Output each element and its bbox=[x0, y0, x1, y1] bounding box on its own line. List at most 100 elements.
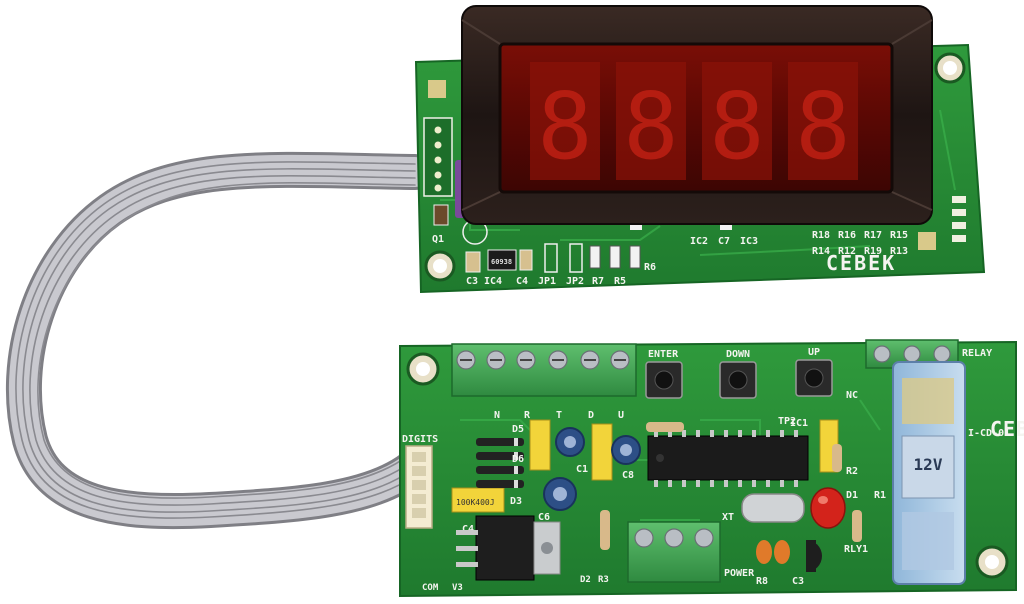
label-up: UP bbox=[808, 347, 820, 358]
terminal-screw bbox=[903, 345, 921, 363]
solder-pad bbox=[918, 232, 936, 250]
enter-button[interactable] bbox=[645, 361, 683, 399]
mounting-hole bbox=[975, 545, 1009, 579]
label-terminal-n: N bbox=[494, 410, 500, 421]
digit-4: 8 bbox=[795, 73, 850, 180]
label-jp2: JP2 bbox=[566, 276, 584, 287]
terminal-screw bbox=[634, 528, 654, 548]
label-chip: 60938 bbox=[491, 258, 512, 266]
label-c1: C1 bbox=[576, 464, 588, 475]
label-terminal-d: D bbox=[588, 410, 594, 421]
label-d2: D2 bbox=[580, 575, 591, 585]
label-q1: Q1 bbox=[432, 234, 444, 245]
label-down: DOWN bbox=[726, 349, 750, 360]
digit-3: 8 bbox=[709, 73, 764, 180]
label-ic4: IC4 bbox=[484, 276, 502, 287]
label-r19: R19 bbox=[864, 246, 882, 257]
solder-pad bbox=[428, 80, 446, 98]
label-rly1: RLY1 bbox=[844, 544, 868, 555]
label-r5: R5 bbox=[614, 276, 626, 287]
label-ic2: IC2 bbox=[690, 236, 708, 247]
label-r8: R8 bbox=[756, 576, 768, 587]
label-r12: R12 bbox=[838, 246, 856, 257]
voltage-regulator bbox=[456, 515, 561, 581]
label-c7: C7 bbox=[718, 236, 730, 247]
transistor bbox=[806, 540, 822, 572]
mounting-hole bbox=[424, 250, 456, 282]
label-d5: D5 bbox=[512, 424, 524, 435]
electrolytic-capacitor-c6 bbox=[543, 477, 577, 511]
label-digits: DIGITS bbox=[402, 434, 438, 445]
led-display: 8 8 8 8 bbox=[461, 5, 933, 225]
film-capacitors bbox=[451, 419, 839, 513]
smd-parts bbox=[433, 160, 732, 273]
ribbon-cable bbox=[6, 151, 433, 530]
label-c6: C6 bbox=[538, 512, 550, 523]
label-r16: R16 bbox=[838, 230, 856, 241]
digit-1: 8 bbox=[537, 73, 592, 180]
resistors bbox=[600, 422, 862, 550]
label-r3: R3 bbox=[598, 575, 609, 585]
seven-seg-digit-2: 8 bbox=[616, 62, 686, 180]
mounting-hole bbox=[934, 52, 966, 84]
label-c3: C3 bbox=[792, 576, 804, 587]
label-r18: R18 bbox=[812, 230, 830, 241]
seven-seg-digit-4: 8 bbox=[788, 62, 858, 180]
relay: 12V bbox=[892, 361, 966, 585]
terminal-screw bbox=[873, 345, 891, 363]
label-d6: D6 bbox=[512, 454, 524, 465]
electrolytic-capacitor-c8 bbox=[611, 435, 641, 465]
electrolytic-capacitor-c1 bbox=[555, 427, 585, 457]
seven-seg-digit-3: 8 bbox=[702, 62, 772, 180]
label-power: POWER bbox=[724, 568, 755, 579]
label-ic3: IC3 bbox=[740, 236, 758, 247]
cable-connector bbox=[423, 117, 453, 197]
terminal-block-inputs bbox=[451, 343, 637, 397]
control-brand-logo: CEBEK bbox=[990, 417, 1024, 441]
ic1-chip bbox=[647, 430, 809, 487]
control-board: N R T D U ENTER DOWN UP TP2 bbox=[399, 339, 1024, 598]
terminal-screw bbox=[664, 528, 684, 548]
led-d1 bbox=[810, 487, 846, 529]
label-d1: D1 bbox=[846, 490, 858, 501]
label-r17: R17 bbox=[864, 230, 882, 241]
label-terminal-u: U bbox=[618, 410, 624, 421]
terminal-screw bbox=[694, 528, 714, 548]
label-c3: C3 bbox=[466, 276, 478, 287]
control-model: I-CD-01 bbox=[968, 428, 1010, 439]
label-ic1: IC1 bbox=[790, 418, 808, 429]
label-r15: R15 bbox=[890, 230, 908, 241]
display-board: 8 8 8 8 R18 R16 R17 R15 R14 R12 R19 R bbox=[414, 5, 986, 294]
label-xt: XT bbox=[722, 512, 734, 523]
label-com: COM bbox=[422, 583, 439, 593]
label-r14: R14 bbox=[812, 246, 830, 257]
label-r6: R6 bbox=[644, 262, 656, 273]
label-r7: R7 bbox=[592, 276, 604, 287]
cap-code: 100K400J bbox=[456, 498, 495, 507]
label-tp2: TP2 bbox=[778, 416, 796, 427]
up-button[interactable] bbox=[795, 359, 833, 397]
display-brand-logo: CEBEK bbox=[826, 251, 896, 275]
label-c4: C4 bbox=[462, 524, 474, 535]
label-jp1: JP1 bbox=[538, 276, 556, 287]
diodes bbox=[476, 438, 524, 488]
label-c4: C4 bbox=[516, 276, 528, 287]
label-c8: C8 bbox=[622, 470, 634, 481]
terminal-screw bbox=[933, 345, 951, 363]
down-button[interactable] bbox=[719, 361, 757, 399]
ceramic-capacitors bbox=[756, 540, 790, 564]
label-r13: R13 bbox=[890, 246, 908, 257]
label-r2: R2 bbox=[846, 466, 858, 477]
label-r1: R1 bbox=[874, 490, 886, 501]
label-enter: ENTER bbox=[648, 349, 679, 360]
relay-rating: 12V bbox=[914, 455, 943, 474]
crystal-xt bbox=[741, 493, 805, 523]
label-v3: V3 bbox=[452, 583, 463, 593]
label-nc: NC bbox=[846, 390, 858, 401]
terminal-block-power bbox=[627, 521, 721, 583]
label-relay: RELAY bbox=[962, 348, 992, 359]
label-terminal-r: R bbox=[524, 410, 531, 421]
seven-seg-digit-1: 8 bbox=[530, 62, 600, 180]
